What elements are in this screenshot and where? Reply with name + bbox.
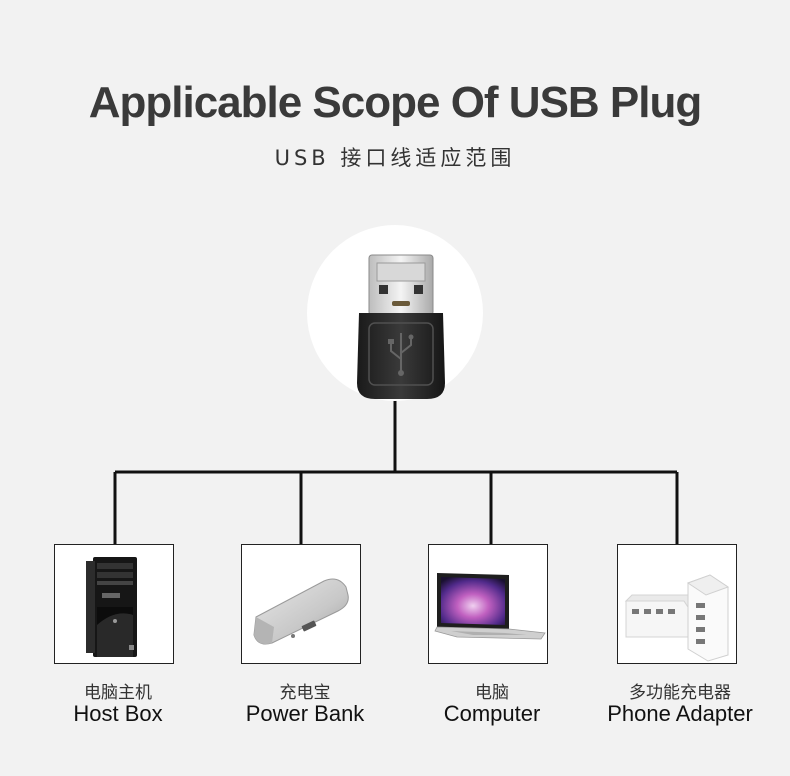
page-subtitle: USB 接口线适应范围 [274,146,516,170]
device-label-cn: 电脑 [475,683,509,703]
device-label-cn: 电脑主机 [84,683,152,703]
device-box-computer [428,544,548,664]
pc-tower-icon [86,557,137,657]
device-box-host [54,544,174,664]
device-label-en: Phone Adapter [607,701,753,726]
device-label-cn: 充电宝 [279,683,331,703]
device-box-power-bank [241,544,361,664]
device-label-en: Host Box [73,701,163,726]
usb-plug-icon [357,254,445,399]
power-bank-icon [253,578,349,645]
laptop-icon [434,573,546,640]
device-label-en: Power Bank [245,701,365,726]
usb-charger-icon [624,574,730,662]
device-label-en: Computer [443,701,541,726]
device-box-phone-adapter [617,544,737,664]
device-label-cn: 多功能充电器 [629,683,731,703]
page-title: Applicable Scope Of USB Plug [88,78,703,127]
